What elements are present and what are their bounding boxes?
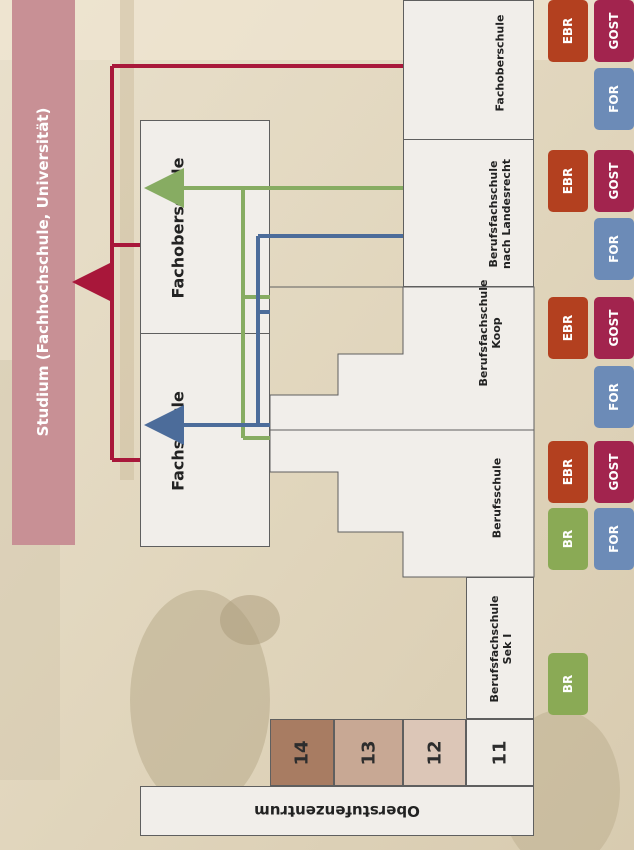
badge-gost-fos: GOST bbox=[594, 0, 634, 62]
badge-for-koop: FOR bbox=[594, 366, 634, 428]
badge-gost-land: GOST bbox=[594, 150, 634, 212]
studium-bar: Studium (Fachhochschule, Universität) bbox=[12, 0, 75, 545]
badge-gost-koop: GOST bbox=[594, 297, 634, 359]
bfs-landesrecht-box: Berufsfachschule nach Landesrecht bbox=[403, 139, 534, 287]
oberstufenzentrum-box: Oberstufenzentrum bbox=[140, 786, 534, 836]
badge-for-bs: FOR bbox=[594, 508, 634, 570]
year-14: 14 bbox=[270, 719, 334, 786]
badge-for-fos: FOR bbox=[594, 68, 634, 130]
bfs-sek1-box: Berufsfachschule Sek I bbox=[466, 577, 534, 719]
badge-ebr-fos: EBR bbox=[548, 0, 588, 62]
fos-column-box: Fachoberschule bbox=[403, 0, 534, 140]
year-12: 12 bbox=[403, 719, 466, 786]
berufsschule-shape bbox=[269, 429, 535, 578]
red-path bbox=[72, 64, 403, 462]
badge-br-sek1: BR bbox=[548, 653, 588, 715]
year-11: 11 bbox=[466, 719, 534, 786]
badge-br-bs: BR bbox=[548, 508, 588, 570]
badge-ebr-land: EBR bbox=[548, 150, 588, 212]
badge-ebr-bs: EBR bbox=[548, 441, 588, 503]
badge-for-land: FOR bbox=[594, 218, 634, 280]
blue-path bbox=[144, 234, 403, 445]
green-path bbox=[144, 168, 403, 440]
year-13: 13 bbox=[334, 719, 403, 786]
badge-ebr-koop: EBR bbox=[548, 297, 588, 359]
badge-gost-bs: GOST bbox=[594, 441, 634, 503]
